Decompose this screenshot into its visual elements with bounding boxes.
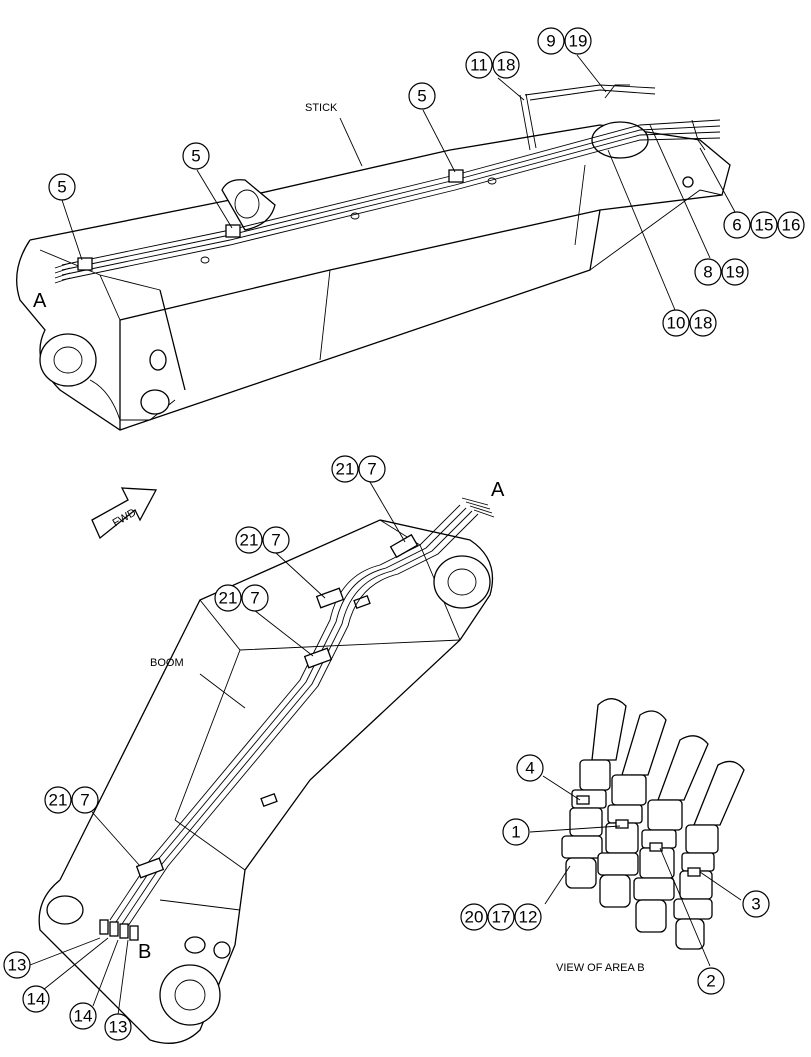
svg-text:21: 21 xyxy=(219,589,238,608)
svg-text:12: 12 xyxy=(519,908,538,927)
view-area-b-label: VIEW OF AREA B xyxy=(556,962,645,974)
svg-text:15: 15 xyxy=(755,216,774,235)
callout-boom-5: 13 xyxy=(3,951,31,979)
svg-text:21: 21 xyxy=(336,460,355,479)
svg-text:14: 14 xyxy=(74,1007,93,1026)
callout-stick-5: 5 xyxy=(48,173,76,201)
svg-text:1: 1 xyxy=(511,823,520,842)
svg-text:21: 21 xyxy=(240,531,259,550)
svg-text:13: 13 xyxy=(8,956,27,975)
svg-text:9: 9 xyxy=(546,32,555,51)
svg-text:5: 5 xyxy=(57,178,66,197)
svg-text:18: 18 xyxy=(497,56,516,75)
svg-text:2: 2 xyxy=(706,972,715,991)
callout-detail-5: 20 17 12 xyxy=(460,903,542,931)
svg-text:4: 4 xyxy=(525,759,534,778)
callout-detail-3: 3 xyxy=(742,890,770,918)
svg-text:8: 8 xyxy=(703,263,712,282)
callout-boom-6: 14 xyxy=(22,985,50,1013)
point-a-label-boom: A xyxy=(491,479,505,501)
callout-boom-4: 21 7 xyxy=(44,786,99,814)
callout-detail-4: 2 xyxy=(697,967,725,995)
callout-boom-2: 21 7 xyxy=(235,526,290,554)
callout-detail-1: 4 xyxy=(516,754,544,782)
svg-text:7: 7 xyxy=(271,531,280,550)
svg-text:5: 5 xyxy=(191,147,200,166)
svg-text:7: 7 xyxy=(80,791,89,810)
callout-boom-1: 21 7 xyxy=(331,455,386,483)
svg-text:17: 17 xyxy=(492,908,511,927)
callout-stick-2: 11 18 xyxy=(465,51,520,79)
svg-text:5: 5 xyxy=(417,87,426,106)
callout-stick-4: 5 xyxy=(182,142,210,170)
svg-text:13: 13 xyxy=(109,1018,128,1037)
svg-text:11: 11 xyxy=(470,56,488,75)
svg-text:20: 20 xyxy=(465,908,484,927)
callout-boom-7: 14 xyxy=(69,1002,97,1030)
svg-text:7: 7 xyxy=(250,589,259,608)
svg-text:7: 7 xyxy=(367,460,376,479)
svg-text:14: 14 xyxy=(27,990,46,1009)
svg-text:10: 10 xyxy=(667,314,686,333)
boom-drawing xyxy=(38,497,495,1044)
point-a-label-stick: A xyxy=(33,290,47,312)
callout-detail-2: 1 xyxy=(502,818,530,846)
callout-stick-7: 8 19 xyxy=(694,258,749,286)
svg-text:21: 21 xyxy=(49,791,68,810)
fwd-arrow-icon: FWD xyxy=(91,487,158,540)
svg-text:6: 6 xyxy=(732,216,741,235)
point-b-label: B xyxy=(138,941,151,963)
callout-stick-1: 9 19 xyxy=(537,27,592,55)
svg-text:3: 3 xyxy=(751,895,760,914)
callout-stick-3: 5 xyxy=(408,82,436,110)
svg-text:19: 19 xyxy=(569,32,588,51)
boom-label: BOOM xyxy=(150,657,184,669)
callout-boom-8: 13 xyxy=(104,1013,132,1041)
svg-text:16: 16 xyxy=(782,216,801,235)
stick-drawing xyxy=(16,84,731,431)
svg-text:19: 19 xyxy=(726,263,745,282)
stick-label: STICK xyxy=(305,102,338,114)
callout-boom-3: 21 7 xyxy=(214,584,269,612)
area-b-detail xyxy=(561,698,745,950)
callout-stick-6: 6 15 16 xyxy=(723,211,805,239)
callout-stick-8: 10 18 xyxy=(662,309,717,337)
svg-text:18: 18 xyxy=(694,314,713,333)
